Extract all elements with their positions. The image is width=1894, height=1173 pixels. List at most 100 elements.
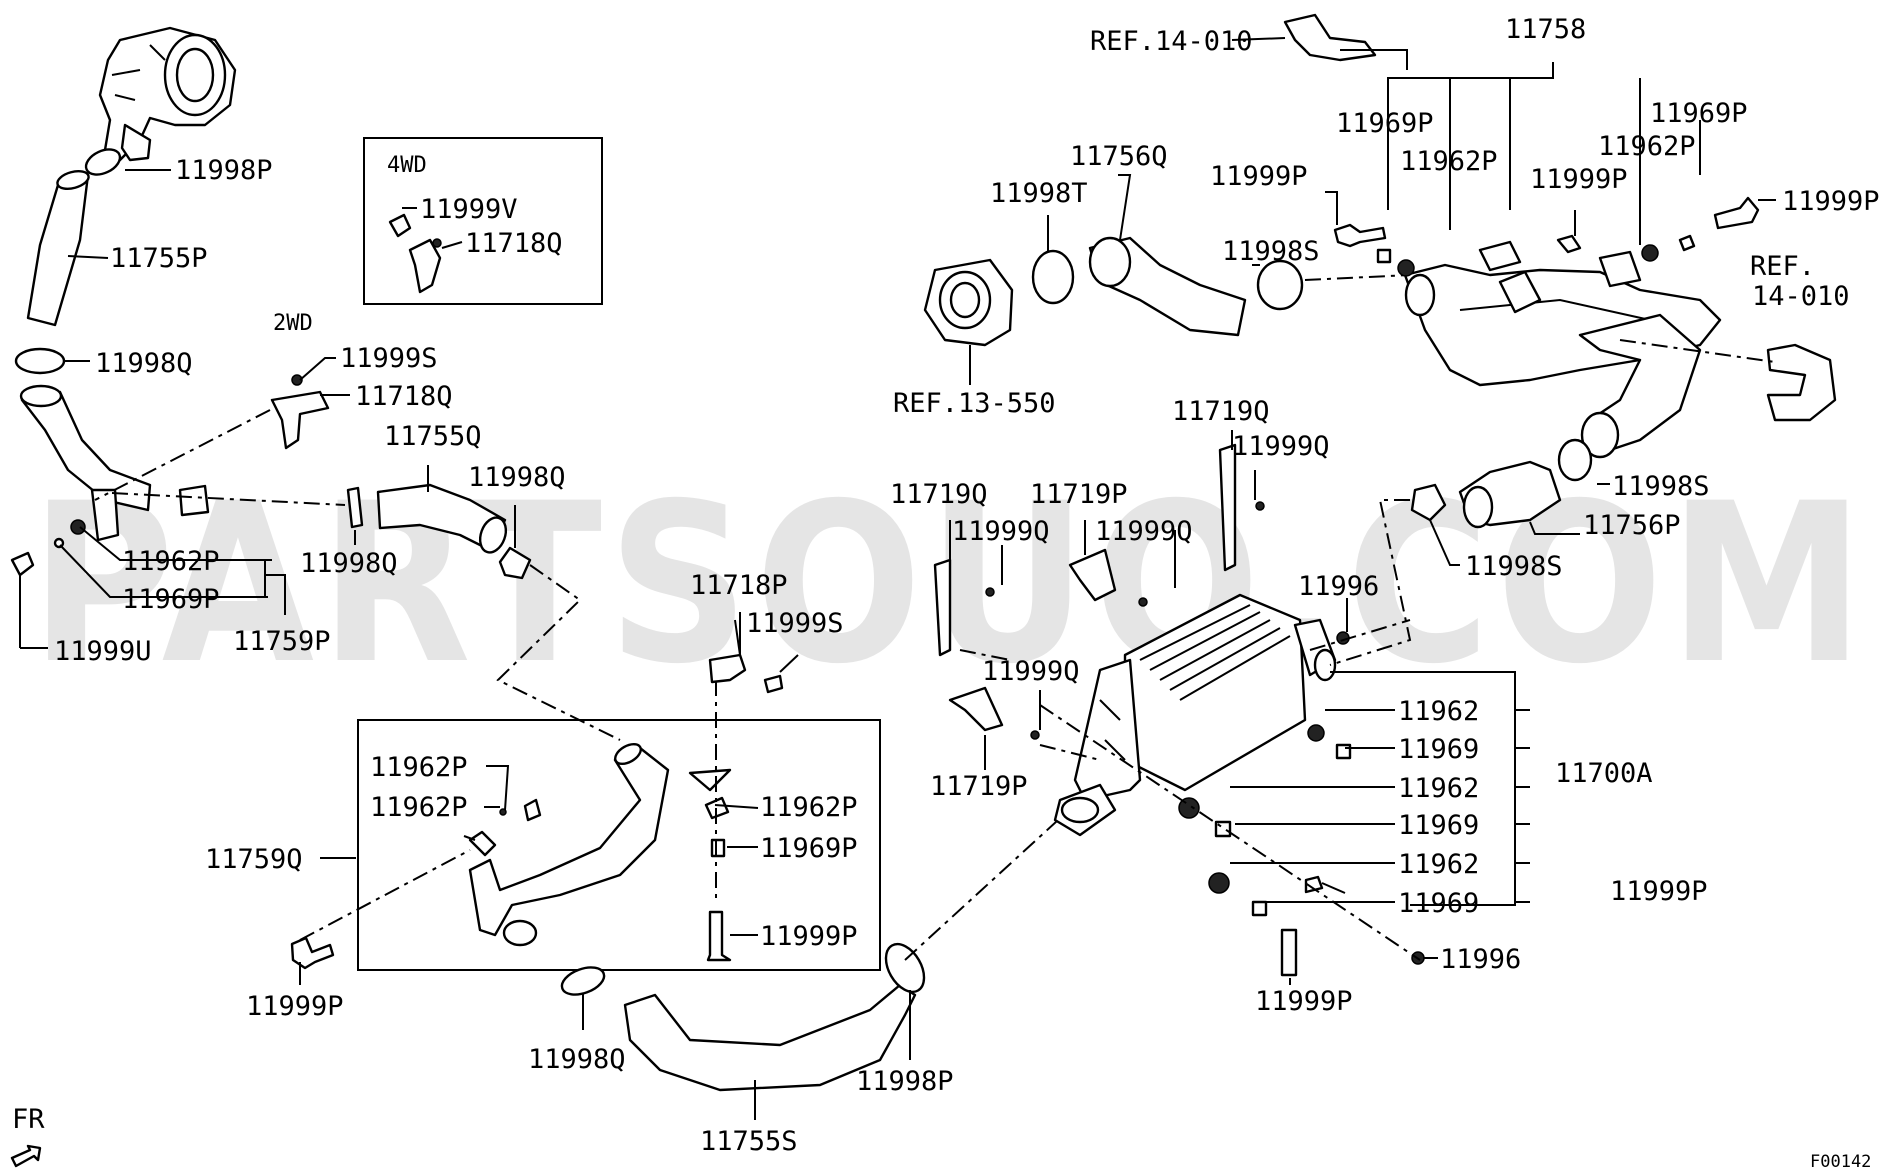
bolt-11969P-tr2 [1678,234,1696,252]
label-11998Q-mid: 11998Q [468,462,566,493]
joint-hose [178,484,210,517]
label-11962P-tl: 11962P [1400,146,1498,177]
bolt-11999P-center [706,910,732,962]
clamp-11998Q-bottom [560,966,606,996]
pipe-11759Q [468,746,670,937]
leader-dash-3 [496,564,621,741]
ref-13-550: REF.13-550 [893,388,1056,419]
bolt-11999P-left [290,936,335,970]
pipe-11759P [20,390,152,512]
bracket-11719Q-right [1218,443,1237,572]
nut-11962-3 [1208,872,1230,894]
label-11759P: 11759P [233,626,331,657]
bolt-11969-1 [1335,743,1352,760]
label-11998S-l: 11998S [1465,551,1563,582]
label-11999P-ic: 11999P [1610,876,1708,907]
clamp-11998P-bottom [884,942,926,994]
clamp-11998T [1031,249,1075,305]
turbocharger [98,26,237,162]
bracket-11719Q-left [933,558,952,657]
clamp-11998S-top [1256,259,1304,311]
label-11999P-tl: 11999P [1210,161,1308,192]
bracket-11718P [708,653,747,684]
label-11999S-mid: 11999S [746,608,844,639]
label-11755Q: 11755Q [384,421,482,452]
label-11759Q: 11759Q [205,844,303,875]
label-11999P-left: 11999P [246,991,344,1022]
label-11718Q: 11718Q [355,381,453,412]
bolt-11969-3 [1251,900,1268,917]
label-11755P: 11755P [110,243,208,274]
box-4wd [363,137,603,305]
pipe-assembly-11758 [1403,240,1722,459]
label-11999P-tm: 11999P [1530,164,1628,195]
throttle-body [923,258,1014,347]
label-11969-1: 11969 [1398,734,1479,765]
label-11996-top: 11996 [1298,571,1379,602]
label-11999U: 11999U [54,636,152,667]
label-11719Q-right: 11719Q [1172,396,1270,427]
label-11962P-tr: 11962P [1598,131,1696,162]
hose-ref-14-010-top [1283,13,1377,62]
nut-11962P-tr2 [1641,244,1659,262]
nut-11962-1 [1307,724,1325,742]
label-11999V: 11999V [420,194,518,225]
label-11758: 11758 [1505,14,1586,45]
label-4wd: 4WD [387,153,427,178]
bracket-11719P-mid [1068,548,1117,602]
label-11999P-center: 11999P [760,921,858,952]
label-11969P-tl: 11969P [1336,108,1434,139]
hose-11755P [26,173,90,327]
label-11962P-box1: 11962P [370,752,468,783]
label-11719P-mid: 11719P [1030,479,1128,510]
clamp-11998P-top [84,148,122,176]
label-11719P-low: 11719P [930,771,1028,802]
label-11999S: 11999S [340,343,438,374]
label-11962-3: 11962 [1398,849,1479,880]
bolt-11999P-ic2 [1280,928,1298,977]
label-11998Q-small: 11998Q [300,548,398,579]
label-11962-2: 11962 [1398,773,1479,804]
bracket-11718Q-2wd [270,390,330,450]
label-11999Q-right: 11999Q [1232,431,1330,462]
label-11969P-box: 11969P [760,833,858,864]
label-11962P-box2: 11962P [370,792,468,823]
label-11999P-ic2: 11999P [1255,986,1353,1017]
label-11969P: 11969P [122,584,220,615]
ref-14-010-right-a: REF. [1750,251,1815,282]
intercooler-11700A [1053,593,1337,837]
label-11969-2: 11969 [1398,810,1479,841]
bolt-11999P-tr2 [1556,234,1582,254]
label-11969P-tr: 11969P [1650,98,1748,129]
label-11998Q-bottom: 11998Q [528,1044,626,1075]
label-11718Q-4wd: 11718Q [465,228,563,259]
label-11719Q-left: 11719Q [890,479,988,510]
label-11756P: 11756P [1583,510,1681,541]
fr-arrow-icon [10,1144,42,1168]
label-11998Q: 11998Q [95,348,193,379]
clamp-11998S-left [1410,483,1447,522]
label-11996-bottom: 11996 [1440,944,1521,975]
label-11999Q-left: 11999Q [952,516,1050,547]
bracket-11718Q-4wd [408,238,442,294]
ref-14-010-right-b: 14-010 [1752,281,1850,312]
clamp-11998S-right [1557,438,1593,482]
leader-lines [20,37,1776,1120]
label-11962P: 11962P [122,546,220,577]
bolt-11999P-tr1 [1333,223,1387,248]
label-11999Q-mid: 11999Q [1095,516,1193,547]
bracket-clip [346,486,364,529]
clamp-11998Q-left [14,347,66,375]
hose-ref-14-010-right [1766,343,1837,422]
nut-11962P-tr [1397,259,1415,277]
leader-dash-1 [94,409,271,501]
label-11999P-tr: 11999P [1782,186,1880,217]
label-11999Q-low: 11999Q [982,656,1080,687]
label-2wd: 2WD [273,311,313,336]
leader-dash-2 [111,492,346,506]
clamp-11998Q-mid [498,546,532,580]
label-11962-1: 11962 [1398,696,1479,727]
label-11962P-box3: 11962P [760,792,858,823]
bolt-11999P-tr3 [1713,196,1760,230]
